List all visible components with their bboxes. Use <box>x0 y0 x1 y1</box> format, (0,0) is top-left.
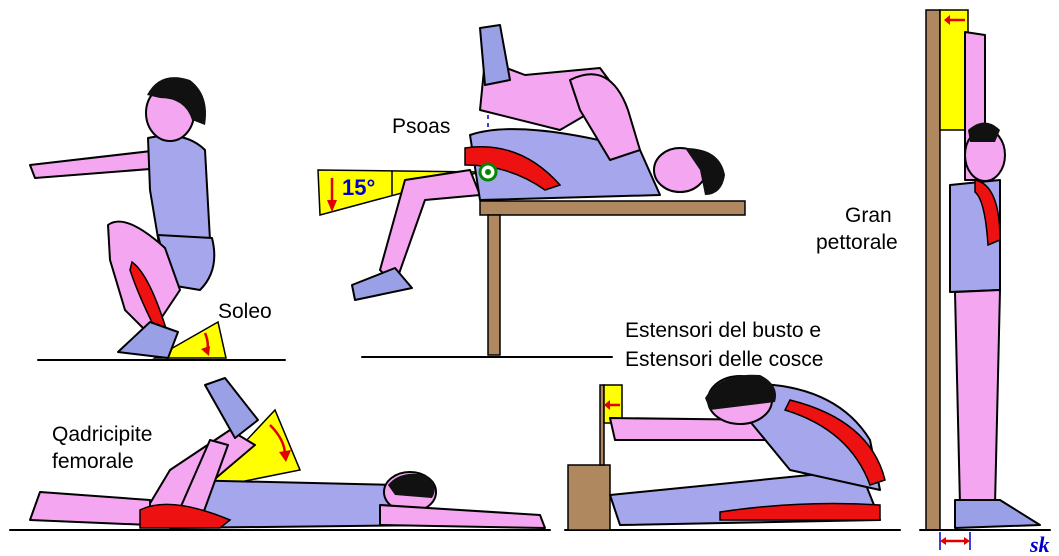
shoe <box>117 321 179 359</box>
label-estensori-line2: Estensori delle cosce <box>625 348 823 371</box>
range-marker <box>939 9 969 131</box>
arrow-head <box>604 400 610 410</box>
shoe <box>204 377 259 439</box>
wall <box>925 9 941 531</box>
hair <box>705 374 776 410</box>
table-leg <box>487 214 501 356</box>
figure-quadriceps-stretch: Qadricipite femorale <box>9 377 551 531</box>
arrow-head <box>940 537 946 545</box>
figure-pectoral-stretch: Gran pettorale sk <box>816 9 1051 556</box>
shoe <box>954 499 1041 529</box>
quadriceps-muscle <box>139 503 232 529</box>
pole <box>599 384 605 466</box>
arrow-head <box>201 346 210 356</box>
figure-psoas-stretch: 15° Psoas <box>317 24 746 358</box>
pectoral-muscle <box>974 179 1001 247</box>
hair <box>685 148 725 195</box>
angle-label: 15° <box>342 175 375 200</box>
hamstring-muscle <box>719 502 881 521</box>
shoe <box>479 24 511 86</box>
table-top <box>479 200 746 216</box>
arrow-head <box>964 537 970 545</box>
figure-seated-forward-bend: Estensori del busto e Estensori delle co… <box>564 319 901 531</box>
arrow-head <box>279 450 291 462</box>
hair <box>147 77 206 125</box>
hip-joint-center <box>485 169 491 175</box>
box <box>567 464 611 531</box>
arrow-head <box>944 15 950 25</box>
label-soleo: Soleo <box>218 300 272 323</box>
label-psoas: Psoas <box>392 115 450 138</box>
forearm <box>379 504 546 529</box>
label-pettorale-line1: Gran <box>845 204 892 227</box>
arrow-head <box>327 200 337 212</box>
arm <box>29 149 164 179</box>
hair <box>968 122 1000 142</box>
arms <box>569 73 641 161</box>
lower-leg <box>29 491 151 526</box>
label-quadricipite-line2: femorale <box>52 450 134 473</box>
shoe <box>351 267 413 301</box>
figure-squat-soleo: Soleo <box>29 77 286 361</box>
signature: sk <box>1029 532 1050 556</box>
label-quadricipite-line1: Qadricipite <box>52 423 152 446</box>
label-estensori-line1: Estensori del busto e <box>625 319 821 342</box>
label-pettorale-line2: pettorale <box>816 231 898 254</box>
hair <box>388 473 435 498</box>
legs <box>954 289 1001 506</box>
back-extensor-muscle <box>783 399 886 486</box>
